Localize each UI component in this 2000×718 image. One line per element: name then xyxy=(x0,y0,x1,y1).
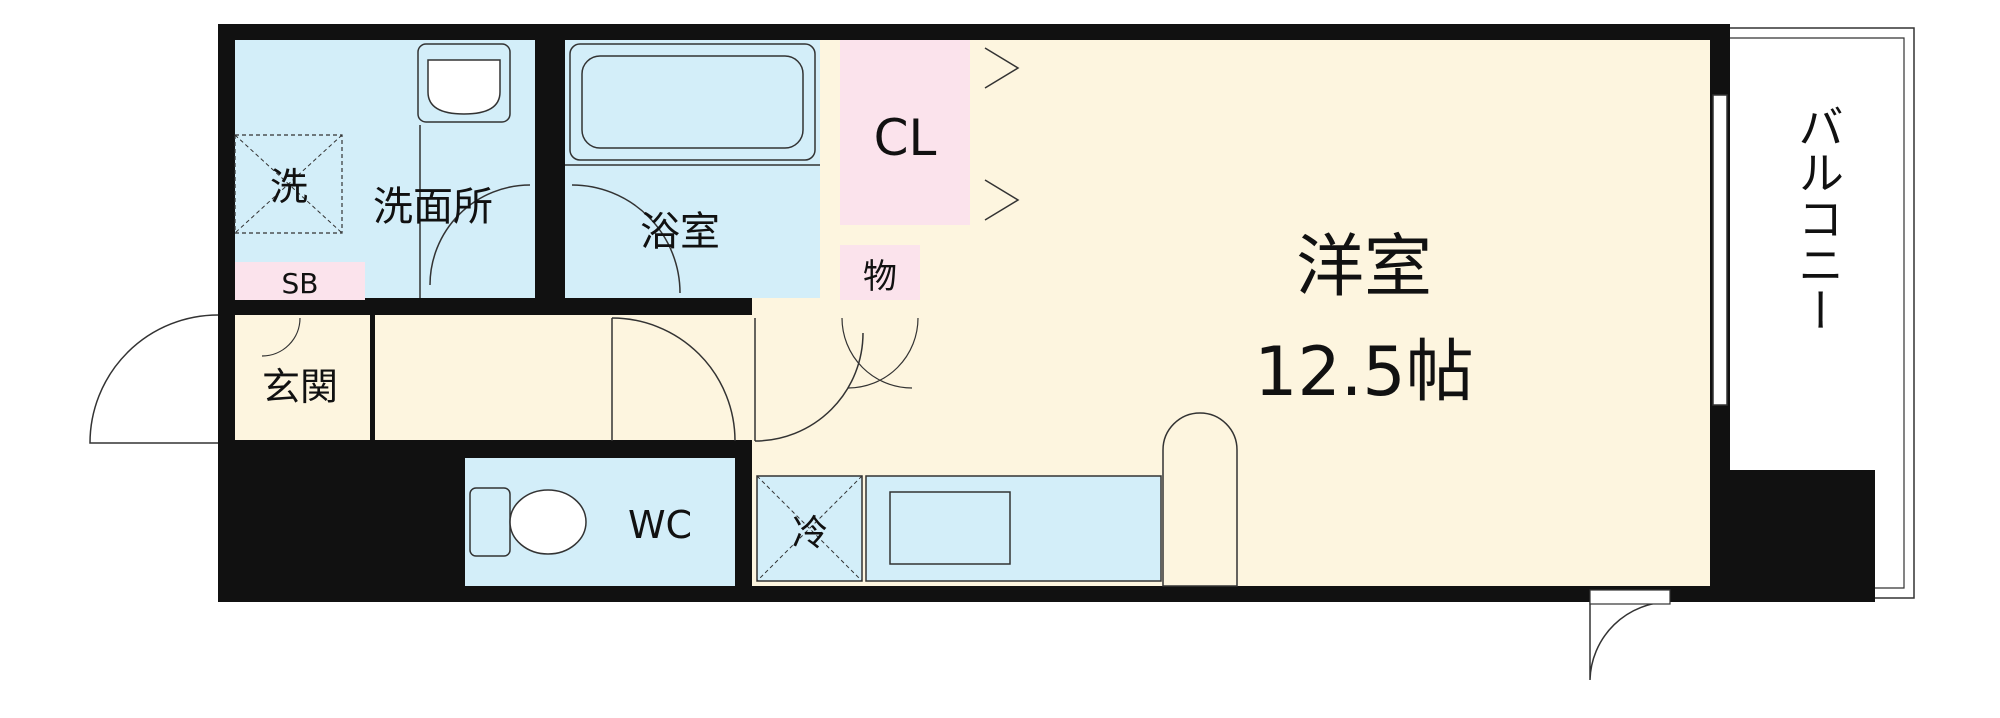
kitchen-sink xyxy=(889,491,1011,565)
western-room-size: 12.5帖 xyxy=(1254,333,1473,412)
storage-door-swing-b xyxy=(847,317,919,389)
kitchen-bar-counter xyxy=(1162,412,1238,587)
shoebox-floor xyxy=(235,262,365,300)
washer-label: 洗 xyxy=(270,165,308,209)
balcony-railing-inner xyxy=(1730,37,1905,589)
fridge-cross-b xyxy=(756,475,863,582)
entrance-door-swing xyxy=(89,314,219,444)
corridor-floor xyxy=(375,315,755,440)
balcony-door-swing xyxy=(1589,601,1671,681)
fridge-cross-a xyxy=(756,475,863,582)
corridor-door-swing xyxy=(611,317,736,442)
balcony-label: バルコニー xyxy=(1791,103,1845,333)
closet-door-upper xyxy=(984,47,1020,89)
shoebox-label: SB xyxy=(282,267,319,300)
storage-door-swing xyxy=(841,317,913,389)
western-door-swing xyxy=(754,332,864,442)
closet-label: CL xyxy=(874,109,937,167)
toilet-bowl xyxy=(509,489,587,555)
balcony-door-opening xyxy=(1589,589,1671,605)
washroom-door-swing xyxy=(429,184,531,286)
balcony-wall-block xyxy=(1730,470,1875,602)
bathroom-door-swing xyxy=(571,184,681,294)
washroom-label: 洗面所 xyxy=(373,184,493,230)
closet-door-lower xyxy=(984,179,1020,221)
window-frame xyxy=(1712,94,1728,406)
bathtub-inner xyxy=(581,55,804,149)
storage-label: 物 xyxy=(863,257,897,297)
entrance-floor xyxy=(235,315,370,440)
toilet-label: WC xyxy=(628,503,692,547)
closet-floor xyxy=(840,40,970,225)
washbasin-bowl xyxy=(427,59,501,115)
bathroom-label: 浴室 xyxy=(640,209,720,255)
fridge-label: 冷 xyxy=(792,513,828,554)
shoebox-door-swing xyxy=(261,317,301,357)
toilet-tank xyxy=(469,487,511,557)
washer-cross-b xyxy=(234,134,343,234)
storage-floor xyxy=(840,245,920,300)
balcony-railing xyxy=(1730,27,1915,599)
western-room-name: 洋室 xyxy=(1296,228,1432,307)
balcony-floor xyxy=(1730,28,1914,478)
entrance-label: 玄関 xyxy=(262,365,338,409)
